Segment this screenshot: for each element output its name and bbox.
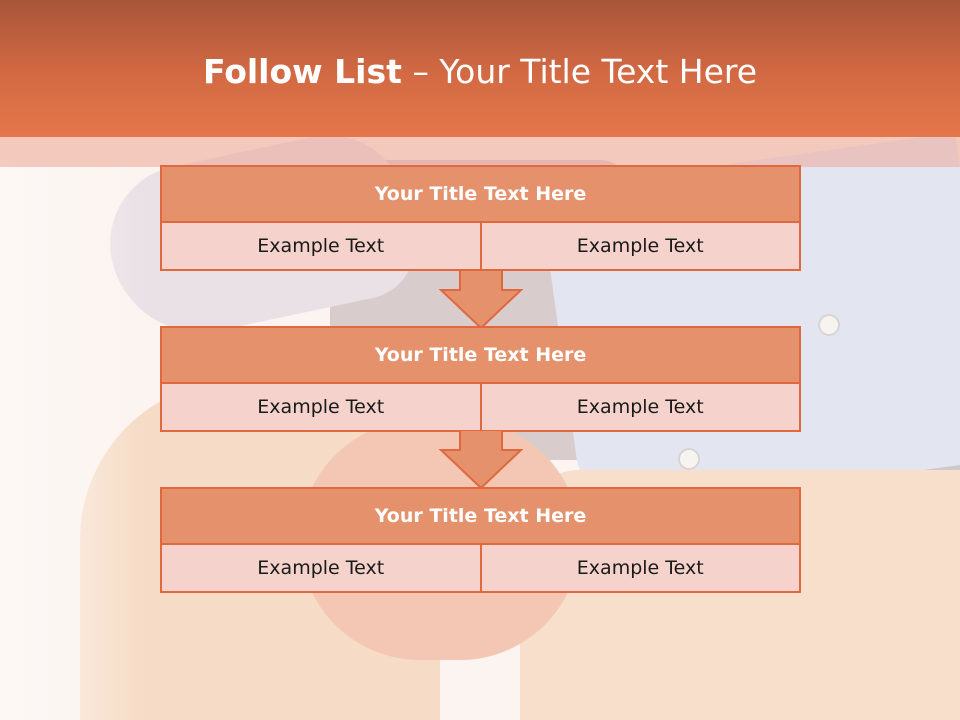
step-heading: Your Title Text Here	[162, 328, 799, 384]
step-cell-left: Example Text	[162, 545, 480, 591]
step-row: Example Text Example Text	[162, 545, 799, 591]
slide-title: Follow List – Your Title Text Here	[0, 52, 960, 91]
follow-step-1: Your Title Text Here Example Text Exampl…	[160, 165, 801, 271]
down-arrow-icon	[438, 270, 524, 330]
step-cell-left: Example Text	[162, 223, 480, 269]
follow-step-2: Your Title Text Here Example Text Exampl…	[160, 326, 801, 432]
step-cell-right: Example Text	[479, 545, 799, 591]
step-heading: Your Title Text Here	[162, 489, 799, 545]
slide-title-rest: – Your Title Text Here	[401, 52, 758, 91]
step-row: Example Text Example Text	[162, 384, 799, 430]
shirt-button-icon	[818, 314, 840, 336]
header-band	[0, 137, 960, 167]
step-cell-right: Example Text	[479, 223, 799, 269]
slide-title-bold: Follow List	[202, 52, 402, 91]
step-heading: Your Title Text Here	[162, 167, 799, 223]
follow-step-3: Your Title Text Here Example Text Exampl…	[160, 487, 801, 593]
shirt-button-icon	[678, 448, 700, 470]
slide-header	[0, 0, 960, 137]
down-arrow-icon	[438, 430, 524, 490]
step-cell-left: Example Text	[162, 384, 480, 430]
step-cell-right: Example Text	[479, 384, 799, 430]
photo-fade	[0, 160, 140, 720]
step-row: Example Text Example Text	[162, 223, 799, 269]
